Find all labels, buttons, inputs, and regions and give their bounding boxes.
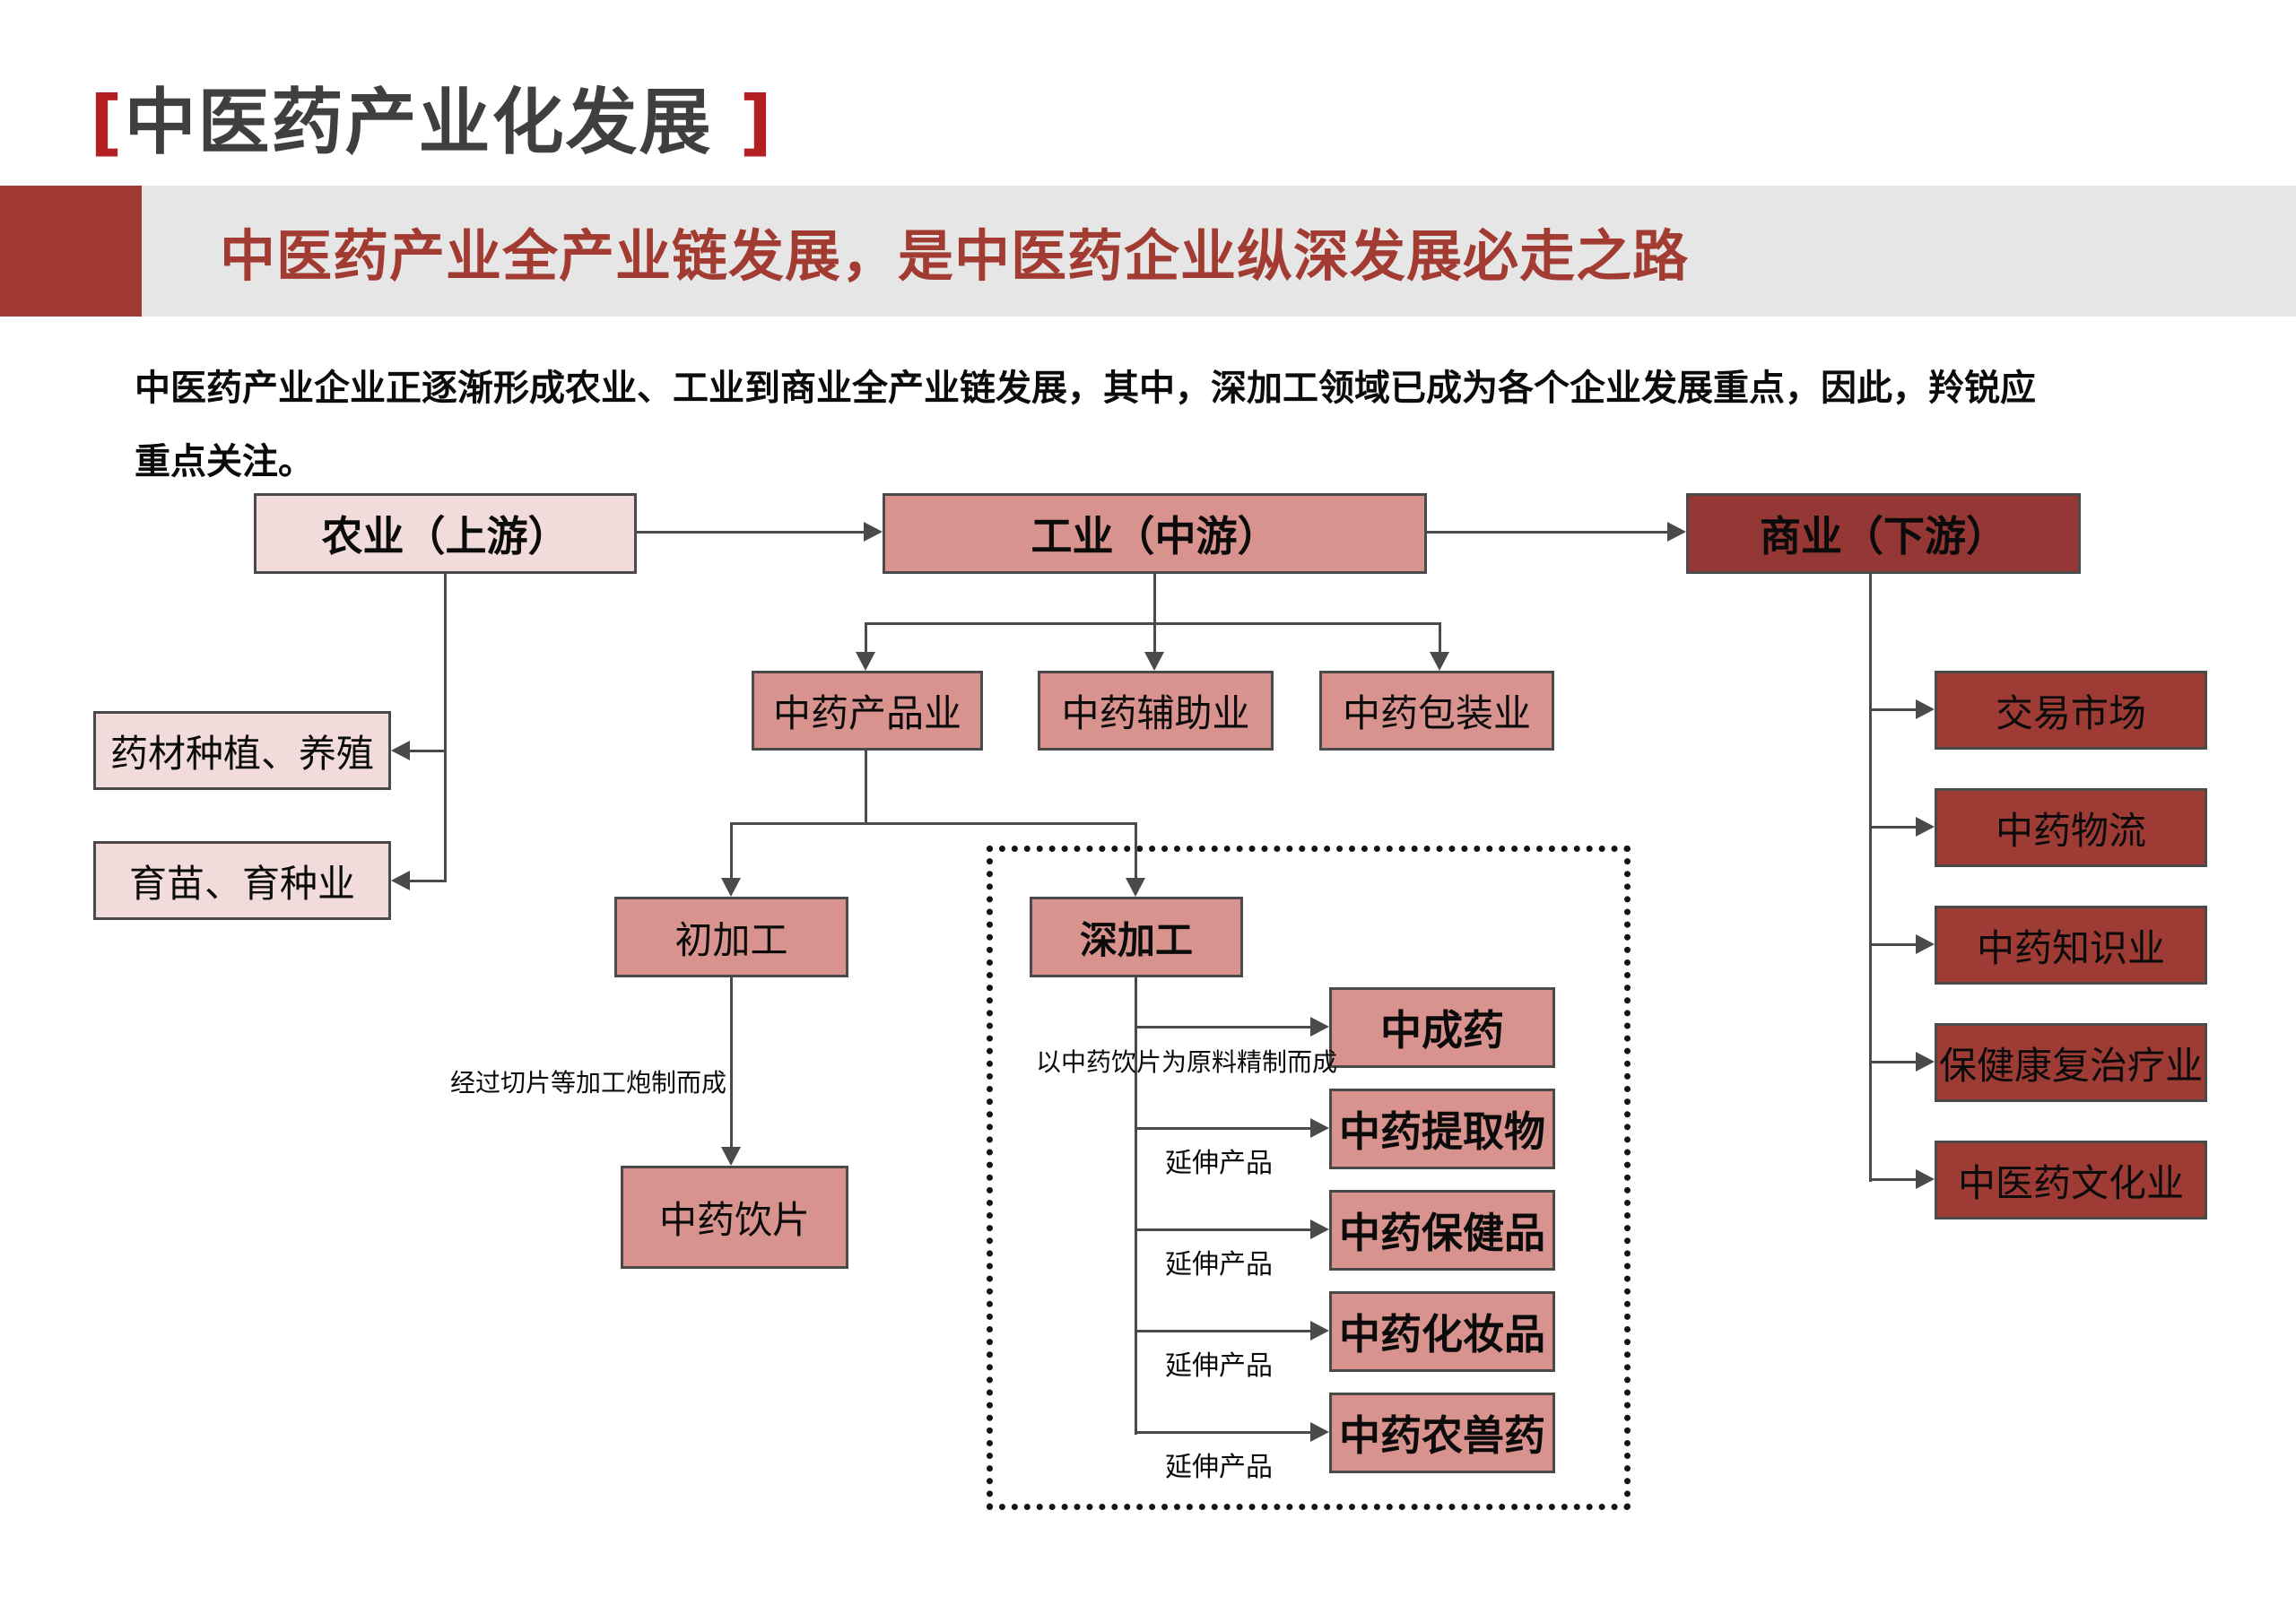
- label-extension-product-4: 延伸产品: [1165, 1452, 1273, 1483]
- connector-primary-decoction: [730, 977, 733, 1148]
- arrowhead-deep-processing: [1126, 878, 1145, 897]
- connector-drop-packaging: [1439, 622, 1441, 653]
- box-tcm-cosmetics: 中药化妆品: [1329, 1291, 1555, 1372]
- arrowhead-packaging: [1430, 652, 1449, 671]
- connector-to-herb-planting: [408, 750, 447, 752]
- box-primary-processing: 初加工: [614, 897, 848, 977]
- arrowhead-rehab: [1916, 1052, 1935, 1072]
- arrowhead-products: [856, 652, 875, 671]
- connector-to-agro-veterinary: [1135, 1431, 1311, 1434]
- connector-deep-trunk: [1135, 977, 1137, 1435]
- arrowhead-knowledge: [1916, 934, 1935, 954]
- connector-to-culture: [1869, 1178, 1917, 1181]
- arrowhead-auxiliary: [1144, 652, 1164, 671]
- title-bracket-close: ]: [739, 81, 774, 164]
- connector-products-trunk: [865, 751, 867, 824]
- note-primary-processing: 经过切片等加工炮制而成: [449, 1068, 726, 1098]
- page-title-text: 中医药产业化发展: [124, 81, 713, 164]
- connector-to-trading-market: [1869, 708, 1917, 711]
- connector-agriculture-industry: [637, 531, 865, 534]
- banner-accent-block: [0, 186, 142, 317]
- connector-to-knowledge: [1869, 943, 1917, 946]
- box-industry-midstream: 工业（中游）: [883, 493, 1427, 574]
- page-title: [中医药产业化发展 ]: [90, 65, 774, 169]
- box-tcm-products: 中药产品业: [752, 671, 983, 751]
- connector-to-extracts: [1135, 1127, 1311, 1130]
- connector-to-healthcare: [1135, 1228, 1311, 1231]
- arrowhead-cosmetics: [1310, 1321, 1329, 1341]
- label-extension-product-3: 延伸产品: [1165, 1350, 1273, 1382]
- connector-industry-commerce: [1427, 531, 1668, 534]
- arrowhead-patent-medicine: [1310, 1017, 1329, 1037]
- arrowhead-extracts: [1310, 1118, 1329, 1138]
- arrowhead-industry-commerce: [1667, 522, 1686, 542]
- arrowhead-primary-processing: [721, 878, 741, 897]
- box-tcm-decoction-pieces: 中药饮片: [621, 1166, 848, 1269]
- box-tcm-agro-veterinary: 中药农兽药: [1329, 1393, 1555, 1473]
- connector-drop-deep: [1135, 822, 1137, 878]
- box-agriculture-upstream: 农业（上游）: [254, 493, 637, 574]
- deep-processing-highlight-region: [987, 846, 1631, 1510]
- intro-line-2: 重点关注。: [135, 441, 314, 482]
- connector-to-patent-medicine: [1135, 1026, 1311, 1028]
- box-tcm-culture: 中医药文化业: [1935, 1141, 2207, 1219]
- arrowhead-agro-veterinary: [1310, 1422, 1329, 1442]
- arrowhead-logistics: [1916, 817, 1935, 837]
- box-tcm-healthcare-products: 中药保健品: [1329, 1190, 1555, 1271]
- box-tcm-packaging: 中药包装业: [1319, 671, 1554, 751]
- label-extension-product-2: 延伸产品: [1165, 1249, 1273, 1280]
- box-commerce-downstream: 商业（下游）: [1686, 493, 2081, 574]
- connector-processing-split: [730, 822, 1137, 825]
- arrowhead-agriculture-industry: [864, 522, 883, 542]
- section-banner: 中医药产业全产业链发展，是中医药企业纵深发展必走之路: [0, 186, 2296, 317]
- intro-paragraph: 中医药产业企业正逐渐形成农业、工业到商业全产业链发展，其中，深加工领域已成为各个…: [135, 352, 2251, 499]
- box-tcm-extracts: 中药提取物: [1329, 1089, 1555, 1169]
- arrowhead-healthcare: [1310, 1219, 1329, 1239]
- label-extension-product-1: 延伸产品: [1165, 1148, 1273, 1179]
- box-health-rehab-therapy: 保健康复治疗业: [1935, 1023, 2207, 1102]
- arrowhead-decoction-pieces: [721, 1147, 741, 1166]
- connector-commerce-trunk: [1869, 574, 1872, 1182]
- box-tcm-auxiliary: 中药辅助业: [1038, 671, 1274, 751]
- box-herb-planting: 药材种植、养殖: [93, 711, 391, 790]
- box-deep-processing: 深加工: [1030, 897, 1243, 977]
- connector-to-rehab: [1869, 1061, 1917, 1063]
- arrowhead-culture: [1916, 1169, 1935, 1189]
- connector-to-logistics: [1869, 826, 1917, 829]
- connector-industry-split: [865, 622, 1441, 625]
- arrowhead-trading-market: [1916, 699, 1935, 719]
- title-bracket-open: [: [90, 81, 125, 164]
- connector-to-seedling: [408, 880, 447, 882]
- box-seedling: 育苗、育种业: [93, 841, 391, 920]
- box-tcm-knowledge: 中药知识业: [1935, 906, 2207, 985]
- connector-to-cosmetics: [1135, 1330, 1311, 1332]
- intro-line-1: 中医药产业企业正逐渐形成农业、工业到商业全产业链发展，其中，深加工领域已成为各个…: [135, 368, 2036, 409]
- arrowhead-herb-planting: [391, 741, 410, 760]
- connector-drop-products: [865, 622, 867, 653]
- box-trading-market: 交易市场: [1935, 671, 2207, 750]
- connector-industry-trunk: [1153, 574, 1156, 653]
- box-proprietary-chinese-medicine: 中成药: [1329, 987, 1555, 1068]
- box-tcm-logistics: 中药物流: [1935, 788, 2207, 867]
- note-deep-processing: 以中药饮片为原料精制而成: [1036, 1047, 1338, 1077]
- banner-headline: 中医药产业全产业链发展，是中医药企业纵深发展必走之路: [220, 223, 1690, 289]
- connector-agriculture-trunk: [444, 574, 447, 882]
- connector-drop-primary: [730, 822, 733, 878]
- arrowhead-seedling: [391, 871, 410, 890]
